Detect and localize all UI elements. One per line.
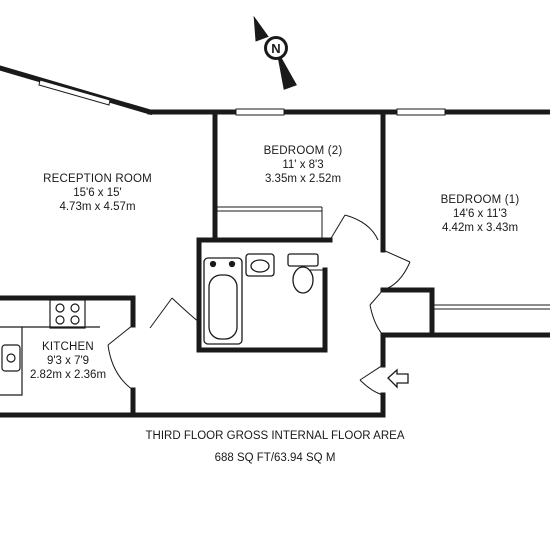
room-dimensions-metric: 4.73m x 4.57m xyxy=(59,201,136,213)
toilet-cistern xyxy=(287,253,319,267)
label-reception-room: RECEPTION ROOM 15'6 x 15' 4.73m x 4.57m xyxy=(40,172,155,214)
compass-letter: N xyxy=(271,41,280,56)
compass-north-icon: N xyxy=(253,15,297,90)
kitchen-fixtures xyxy=(0,299,100,396)
floor-area-value: 688 SQ FT/63.94 SQ M xyxy=(214,452,336,464)
room-dimensions-imperial: 11' x 8'3 xyxy=(282,159,324,171)
room-name: BEDROOM (1) xyxy=(440,194,520,206)
label-kitchen: KITCHEN 9'3 x 7'9 2.82m x 2.36m xyxy=(20,340,116,382)
room-dimensions-imperial: 15'6 x 15' xyxy=(73,187,122,199)
room-dimensions-metric: 4.42m x 3.43m xyxy=(441,222,519,234)
bathroom-fixtures xyxy=(203,253,319,345)
windows xyxy=(38,79,446,116)
floor-area-title: THIRD FLOOR GROSS INTERNAL FLOOR AREA xyxy=(145,430,405,442)
room-name: BEDROOM (2) xyxy=(263,145,343,157)
wardrobes xyxy=(215,206,550,310)
door-swings xyxy=(107,214,411,396)
room-dimensions-metric: 2.82m x 2.36m xyxy=(29,369,107,381)
walls xyxy=(0,65,550,418)
label-bedroom-1: BEDROOM (1) 14'6 x 11'3 4.42m x 3.43m xyxy=(425,193,535,235)
room-dimensions-metric: 3.35m x 2.52m xyxy=(264,173,342,185)
label-bedroom-2: BEDROOM (2) 11' x 8'3 3.35m x 2.52m xyxy=(248,144,358,186)
hob xyxy=(49,299,86,329)
room-dimensions-imperial: 14'6 x 11'3 xyxy=(452,208,508,220)
entrance-arrow-icon xyxy=(387,368,409,389)
room-name: KITCHEN xyxy=(42,341,94,353)
room-dimensions-imperial: 9'3 x 7'9 xyxy=(46,355,90,367)
room-name: RECEPTION ROOM xyxy=(43,173,152,185)
